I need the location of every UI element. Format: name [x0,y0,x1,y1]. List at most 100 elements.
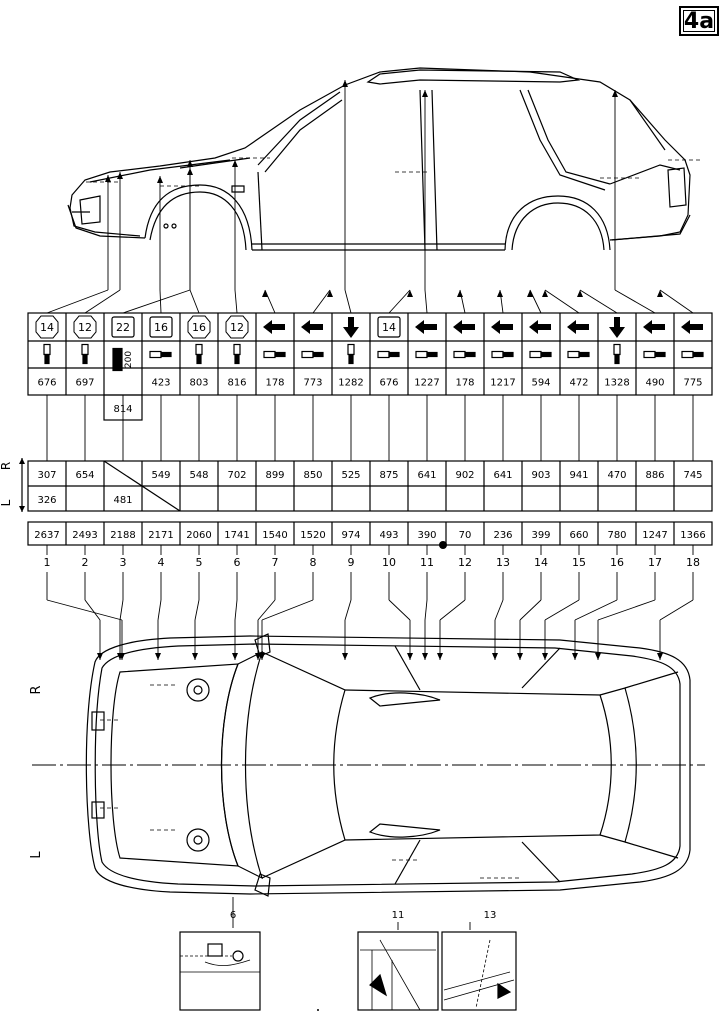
column-x-value: 70 [459,530,472,541]
car-plan-view [32,633,705,897]
column-number: 5 [196,556,203,569]
pin-icon [43,343,51,365]
column-6-badge: 12 [225,315,249,339]
column-number: 14 [534,556,548,569]
column-x-value: 2637 [34,530,59,541]
column-5-badge: 16 [187,315,211,339]
column-x-value: 1540 [262,530,287,541]
row-l-label: L [0,499,13,506]
pin-icon [377,350,400,359]
column-r-value: 654 [75,470,94,481]
column-13-badge [491,320,513,334]
arrow-left-icon [529,320,551,334]
column-x-value: 1741 [224,530,249,541]
column-badge-number: 16 [154,321,168,334]
column-number: 9 [348,556,355,569]
arrow-left-icon [681,320,703,334]
column-r-value: 548 [189,470,208,481]
column-number: 18 [686,556,700,569]
pin-icon [195,343,203,365]
column-r-value: 941 [569,470,588,481]
column-18-badge [681,320,703,334]
column-r-value: 549 [151,470,170,481]
column-height-value: 697 [75,378,94,389]
plan-r-label: R [29,685,44,694]
column-number: 13 [496,556,510,569]
column-x-value: 1247 [642,530,667,541]
arrow-left-icon [491,320,513,334]
column-r-value: 899 [265,470,284,481]
column-10-badge: 14 [377,316,401,338]
column-r-value: 886 [645,470,664,481]
column-number: 7 [272,556,279,569]
column-height-value: 773 [303,378,322,389]
column-number: 8 [310,556,317,569]
column-x-value: 236 [493,530,512,541]
detail-callout-13: 13 [484,910,497,921]
column-x-value: 1366 [680,530,705,541]
column-badge-number: 22 [116,321,130,334]
plan-view-leader-lines [46,572,694,660]
column-x-value: 390 [417,530,436,541]
pin-icon [681,350,704,359]
column-height-value: 472 [569,378,588,389]
column-number: 1 [44,556,51,569]
column-height-value: 178 [265,378,284,389]
column-height-value: 1282 [338,378,363,389]
column-r-value: 903 [531,470,550,481]
pin-icon [491,350,514,359]
column-number: 3 [120,556,127,569]
pin-icon [453,350,476,359]
pin-icon [301,350,324,359]
column-height-value: 594 [531,378,550,389]
column-badge-number: 16 [192,321,206,334]
column-3-badge: 22 [111,316,135,338]
column-11-badge [415,320,437,334]
column-badge-number: 14 [382,321,396,334]
column-r-value: 875 [379,470,398,481]
column-number: 11 [420,556,434,569]
column-height-value: 178 [455,378,474,389]
speck [317,1009,319,1011]
column-16-badge [609,317,625,338]
page-badge: 4a [679,6,719,36]
plan-l-label: L [29,851,44,859]
column-x-value: 2493 [72,530,97,541]
column-r-value: 902 [455,470,474,481]
column-x-value: 2188 [110,530,135,541]
column-14-badge [529,320,551,334]
column-r-value: 470 [607,470,626,481]
arrow-down-icon [609,317,625,338]
pin-icon [567,350,590,359]
pin-icon [149,350,172,359]
pin-icon [529,350,552,359]
arrow-left-icon [301,320,323,334]
pin-icon [347,343,355,365]
column-9-badge [343,317,359,338]
column-1-badge: 14 [35,315,59,339]
pin-icon [643,350,666,359]
column-r-value: 307 [37,470,56,481]
column-r-value: 850 [303,470,322,481]
column-l-value: 326 [37,495,56,506]
column-x-value: 780 [607,530,626,541]
column-height-value: 1217 [490,378,515,389]
column-height-value: 423 [151,378,170,389]
column-x-value: 2171 [148,530,173,541]
arrow-left-icon [567,320,589,334]
column-number: 17 [648,556,662,569]
column-badge-number: 14 [40,321,54,334]
column-badge-number: 12 [230,321,244,334]
column-number: 16 [610,556,624,569]
column-x-value: 1520 [300,530,325,541]
column-r-value: 702 [227,470,246,481]
column-x-value: 2060 [186,530,211,541]
column-height-value: 490 [645,378,664,389]
column-x-value: 493 [379,530,398,541]
detail-callout-11: 11 [392,910,405,921]
column-number: 15 [572,556,586,569]
column-height-value: 676 [37,378,56,389]
arrow-left-icon [263,320,285,334]
column-7-badge [263,320,285,334]
column-4-badge: 16 [149,316,173,338]
